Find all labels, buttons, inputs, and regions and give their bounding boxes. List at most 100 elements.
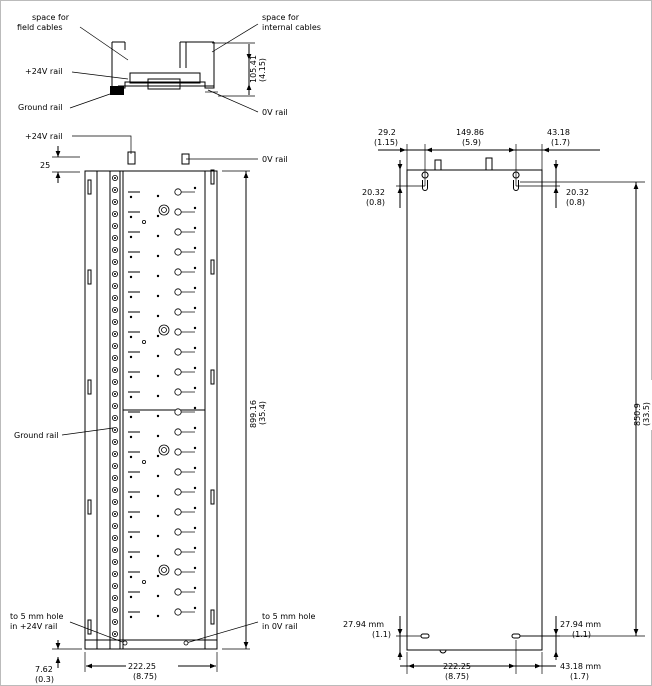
rail-screw-center	[114, 381, 116, 383]
mounting-plate	[406, 169, 543, 651]
dim-right-in: (1.7)	[551, 138, 570, 147]
front-view: +24V rail 0V rail 25 Ground rail	[10, 132, 316, 684]
component-dot	[193, 606, 197, 610]
component-small-hole	[141, 580, 146, 585]
component-hole	[174, 288, 182, 296]
component-nut-inner	[161, 567, 167, 573]
hole-right-line2: in 0V rail	[262, 622, 298, 631]
component-dot	[129, 195, 133, 199]
component-dot	[129, 215, 133, 219]
component-dot	[156, 334, 160, 338]
component-dot	[193, 366, 197, 370]
rail-screw-center	[114, 633, 116, 635]
rail-screw-center	[114, 297, 116, 299]
component-dot	[193, 546, 197, 550]
rail-screw-center	[114, 357, 116, 359]
front-width-in: (8.75)	[133, 672, 157, 681]
bottom-right-mm: 27.94 mm	[560, 620, 601, 629]
component-dot	[193, 526, 197, 530]
component-dot	[129, 275, 133, 279]
component-hole	[174, 508, 182, 516]
component-hole	[174, 488, 182, 496]
component-dot	[156, 254, 160, 258]
plate-bottom-offset-mm: 43.18 mm	[560, 662, 601, 671]
field-cables-label-line1: space for	[32, 13, 70, 22]
component-nut-inner	[161, 207, 167, 213]
end-ground-rail-label: Ground rail	[18, 103, 63, 112]
side-clip-right	[210, 259, 215, 275]
rail-screw-center	[114, 597, 116, 599]
component-dot	[129, 355, 133, 359]
component-hole	[174, 548, 182, 556]
rail-screw-center	[114, 465, 116, 467]
hole-left-line1: to 5 mm hole	[10, 612, 64, 621]
component-hole	[174, 588, 182, 596]
component-dot	[156, 494, 160, 498]
mounting-plate-view: 29.2 (1.15) 149.86 (5.9) 43.18 (1.7) 20.…	[343, 128, 652, 681]
component-dot	[129, 255, 133, 259]
component-nut-inner	[161, 447, 167, 453]
rail-screw-center	[114, 429, 116, 431]
rail-screw-center	[114, 273, 116, 275]
component-dot	[193, 386, 197, 390]
component-dot	[156, 274, 160, 278]
component-dot	[193, 506, 197, 510]
component-hole	[174, 368, 182, 376]
component-small-hole	[141, 459, 146, 464]
rail-screw-center	[114, 189, 116, 191]
plate-width-mm: 222.25	[443, 662, 471, 671]
component-small-hole	[141, 339, 146, 344]
dim-mid-in: (5.9)	[462, 138, 481, 147]
rail-screw-center	[114, 225, 116, 227]
component-dot	[129, 295, 133, 299]
component-dot	[129, 315, 133, 319]
plate-bottom-offset-in: (1.7)	[570, 672, 589, 681]
side-clip-right	[210, 609, 215, 625]
rail-screw-center	[114, 501, 116, 503]
module-components	[128, 186, 197, 619]
rail-screw-center	[114, 549, 116, 551]
component-dot	[193, 186, 197, 190]
component-hole	[174, 408, 182, 416]
hole-left-line2: in +24V rail	[10, 622, 57, 631]
rail-screw-center	[114, 621, 116, 623]
front-bottom-offset-mm: 7.62	[35, 665, 53, 674]
rail-screw-center	[114, 453, 116, 455]
rail-screw-center	[114, 537, 116, 539]
component-dot	[129, 575, 133, 579]
leader-end-ground	[69, 93, 111, 109]
rail-screw-center	[114, 585, 116, 587]
leader-front-ground	[61, 427, 114, 436]
rail-screw-center	[114, 201, 116, 203]
side-clip-right	[210, 169, 215, 185]
component-dot	[156, 434, 160, 438]
end-zero-v-rail-label: 0V rail	[262, 108, 288, 117]
component-dot	[156, 294, 160, 298]
keyhole-left	[421, 171, 429, 191]
leader-field-cables	[79, 26, 129, 61]
front-height-mm: 899.16	[249, 400, 258, 428]
plate-tab-right	[485, 157, 493, 171]
side-clip-left	[87, 379, 92, 395]
hole-plus24	[122, 640, 128, 646]
plate-width-in: (8.75)	[445, 672, 469, 681]
component-dot	[193, 406, 197, 410]
component-dot	[193, 486, 197, 490]
component-dot	[129, 595, 133, 599]
component-dot	[129, 455, 133, 459]
component-hole	[174, 468, 182, 476]
component-dot	[156, 214, 160, 218]
component-dot	[156, 614, 160, 618]
field-cables-label-line2: field cables	[17, 23, 63, 32]
component-dot	[156, 314, 160, 318]
rail-screw-center	[114, 309, 116, 311]
end-rail-block	[129, 72, 201, 84]
ground-rail-strip	[109, 170, 121, 650]
dim-left-mm: 29.2	[378, 128, 396, 137]
leader-hole-right	[185, 621, 259, 644]
component-hole	[174, 328, 182, 336]
end-height-in: (4.15)	[258, 58, 267, 82]
component-dot	[129, 415, 133, 419]
component-dot	[156, 234, 160, 238]
side-right-in: (0.8)	[566, 198, 585, 207]
